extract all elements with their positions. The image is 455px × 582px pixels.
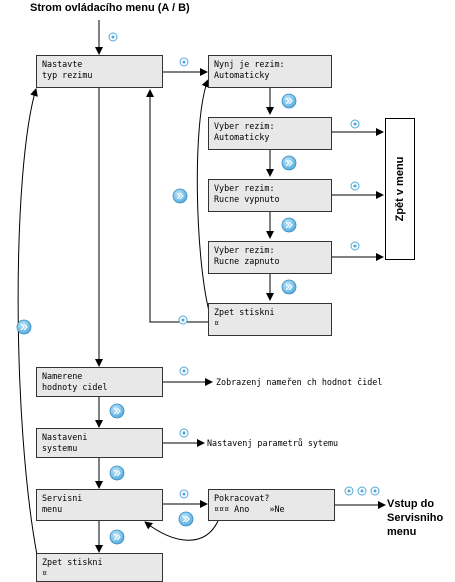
chevron-circle-icon — [172, 188, 188, 204]
box-continue: Pokracovat? ¤¤¤ Ano »Ne — [208, 489, 335, 521]
box-back-inner: Zpet stiskni ¤ — [208, 303, 332, 336]
box-service: Servisni menu — [36, 489, 163, 521]
back-to-menu-label: Zpět v menu — [394, 156, 406, 222]
box-system: Nastaveni systemu — [36, 428, 163, 458]
box-select-off: Vyber rezim: Rucne vypnuto — [208, 179, 332, 212]
chevron-circle-icon — [109, 529, 125, 545]
measured-description: Zobrazenj nameřen ch hodnot čidel — [216, 377, 383, 387]
box-measured: Namerene hodnoty cidel — [36, 367, 163, 397]
system-description: Nastavenj parametrů sytemu — [207, 438, 339, 448]
box-set-mode: Nastavte typ rezimu — [36, 55, 163, 88]
arrow-loop-to-set-mode — [17, 88, 38, 556]
chevron-circle-icon — [109, 465, 125, 481]
chevron-circle-icon — [281, 155, 297, 171]
box-select-on: Vyber rezim: Rucne zapnuto — [208, 241, 332, 274]
chevron-circle-icon — [281, 279, 297, 295]
chevron-circle-icon — [281, 93, 297, 109]
arrow-back-inner-to-now — [196, 79, 211, 316]
box-select-auto: Vyber rezim: Automaticky — [208, 117, 332, 150]
small-circle-icon — [179, 366, 189, 376]
small-circle-icon — [350, 241, 360, 251]
small-circle-icon — [178, 315, 188, 325]
box-back-outer: Zpet stiskni ¤ — [36, 553, 163, 582]
small-circle-icon — [350, 181, 360, 191]
back-to-menu-box: Zpět v menu — [385, 118, 415, 260]
diagram-title: Strom ovládacího menu (A / B) — [30, 2, 190, 14]
chevron-circle-icon — [178, 511, 194, 527]
small-circle-icon — [179, 57, 189, 67]
small-circle-icon — [350, 119, 360, 129]
box-now-mode: Nynj je rezim: Automaticky — [208, 55, 332, 88]
small-circle-icon — [179, 489, 189, 499]
arrow-continue-to-service — [144, 520, 219, 541]
chevron-circle-icon — [281, 217, 297, 233]
chevron-circle-icon — [109, 403, 125, 419]
small-circle-icon — [108, 32, 118, 42]
arrow-back-inner-to-set-mode — [146, 89, 208, 323]
small-circle-icon — [179, 428, 189, 438]
service-entry-label: Vstup do Servisniho menu — [387, 498, 444, 538]
small-circle-icon — [344, 486, 380, 496]
chevron-circle-icon — [16, 319, 32, 335]
